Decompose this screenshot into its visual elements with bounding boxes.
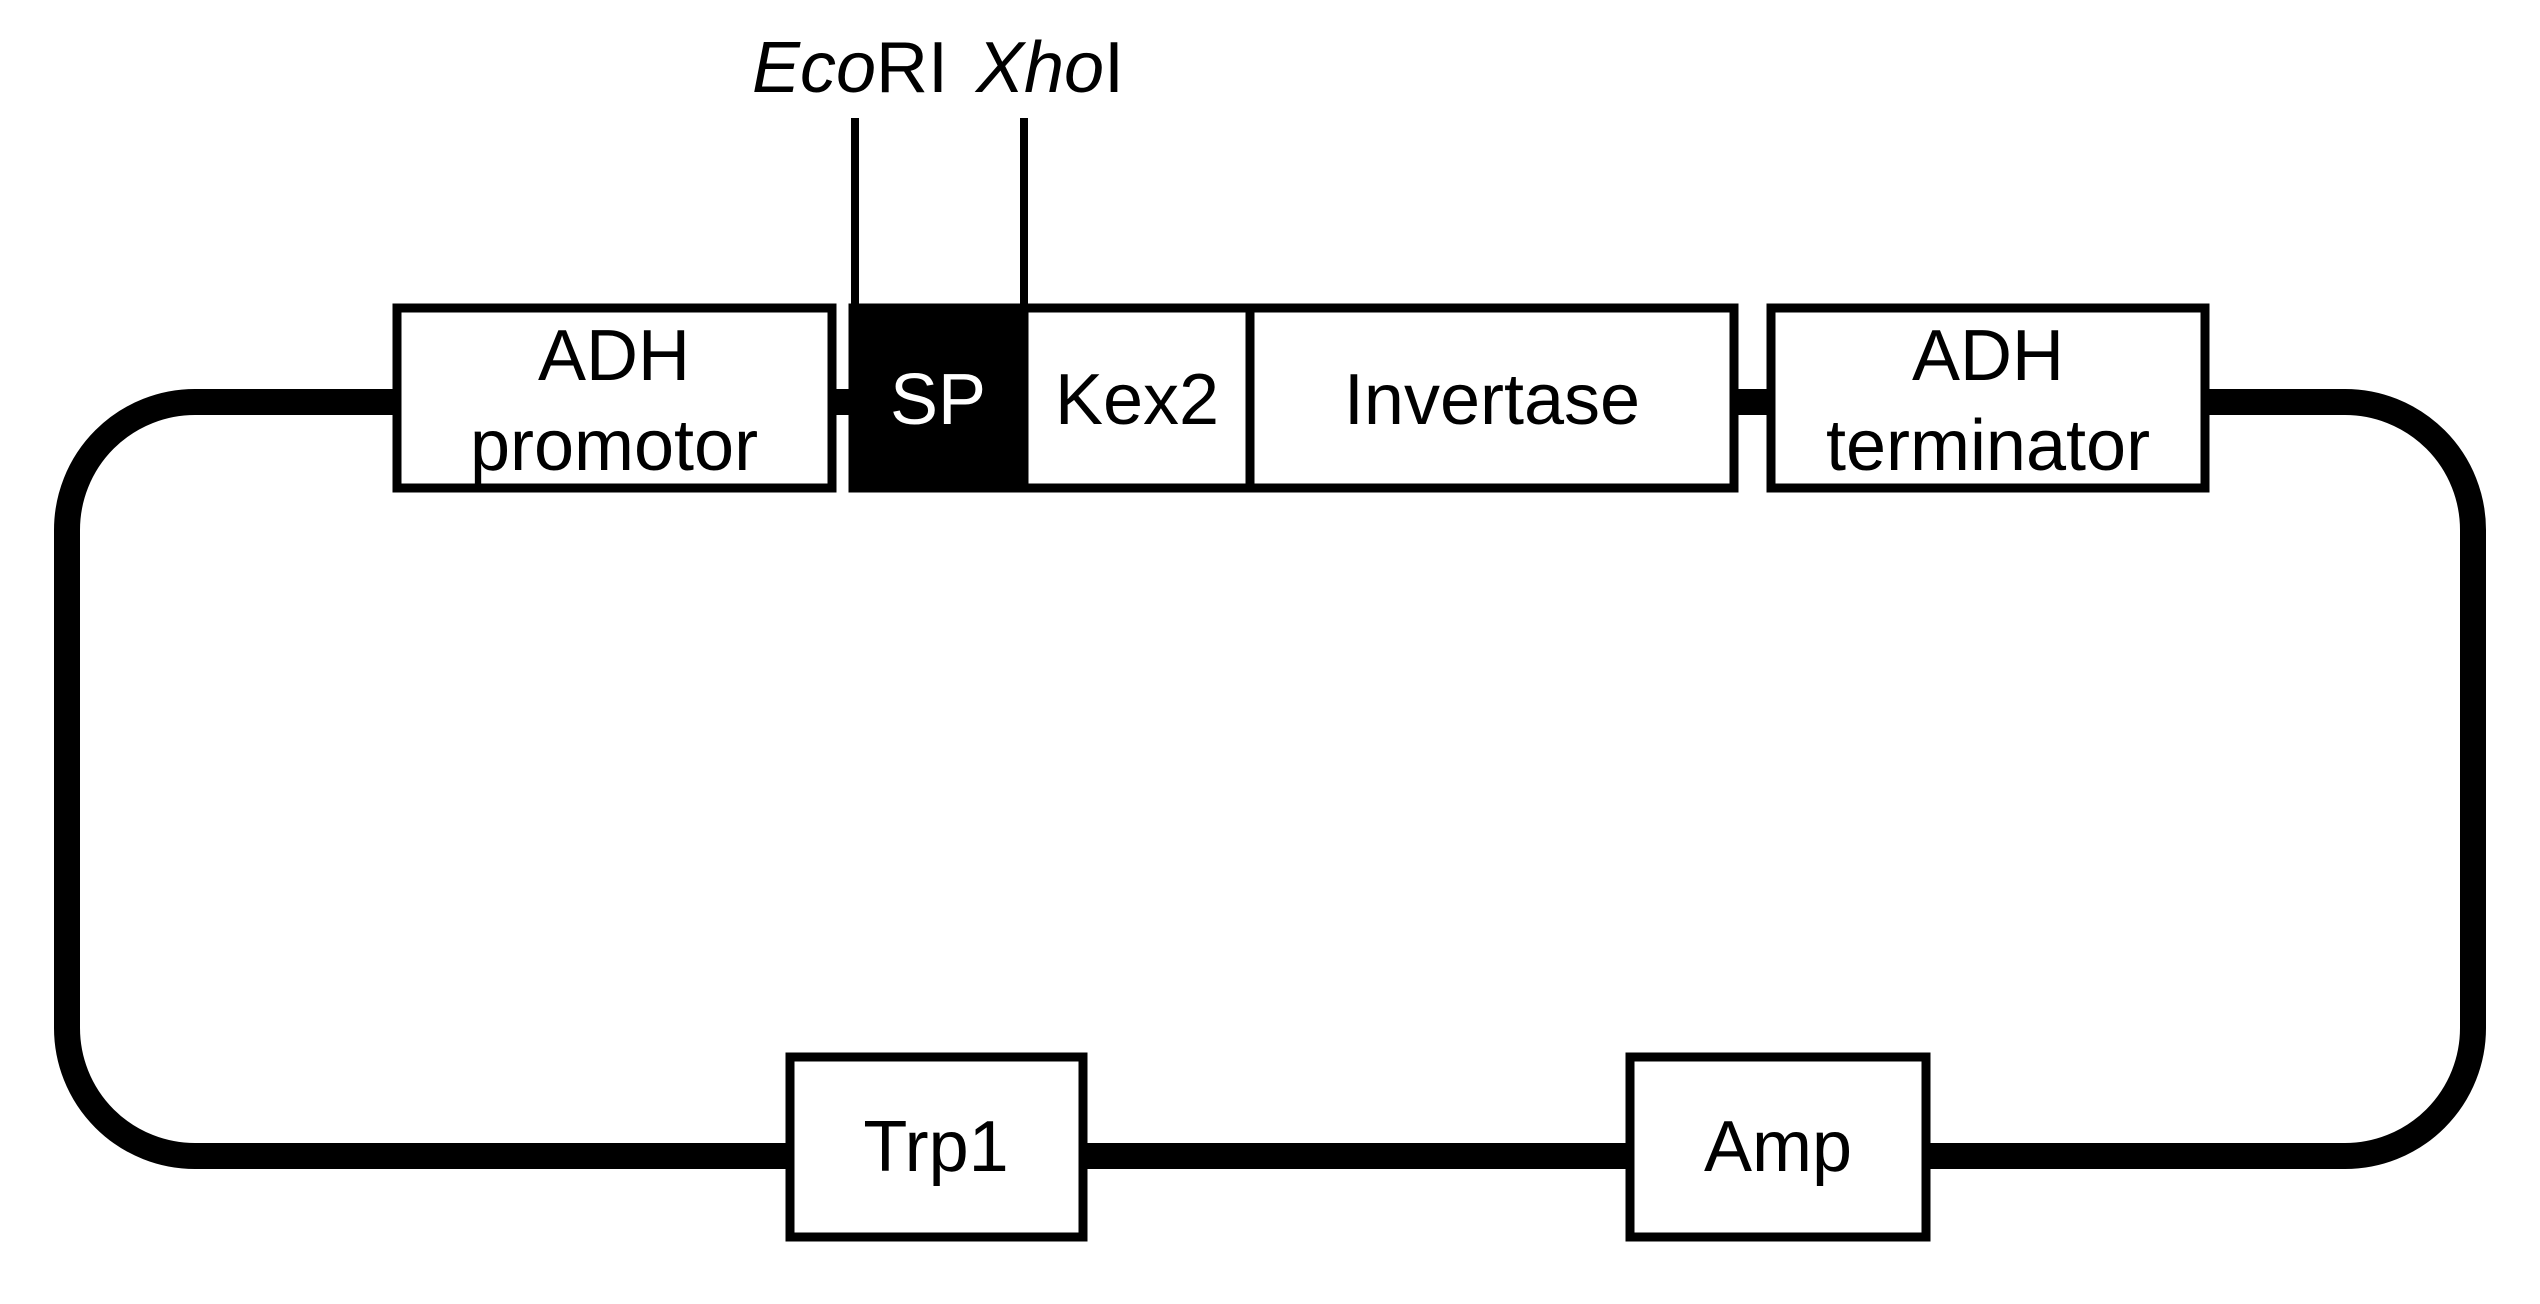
kex2-element: Kex2	[1019, 303, 1255, 493]
amp-element: Amp	[1625, 1052, 1931, 1242]
sp-label: SP	[890, 360, 986, 440]
plasmid-backbone	[54, 389, 2486, 1169]
adh-terminator-label-line1: ADH	[1912, 316, 2064, 396]
kex2-label: Kex2	[1055, 360, 1219, 440]
adh-terminator-element: ADH terminator	[1766, 303, 2210, 493]
trp1-element: Trp1	[785, 1052, 1088, 1242]
amp-label: Amp	[1704, 1107, 1852, 1187]
sp-element: SP	[848, 303, 1029, 493]
xhoi-site-label: XhoI	[974, 28, 1124, 108]
trp1-label: Trp1	[863, 1107, 1008, 1187]
invertase-element: Invertase	[1245, 303, 1739, 493]
adh-promotor-label-line1: ADH	[538, 316, 690, 396]
adh-terminator-label-line2: terminator	[1826, 406, 2150, 486]
adh-promotor-label-line2: promotor	[470, 406, 758, 486]
ecori-site-label: EcoRI	[752, 28, 948, 108]
adh-promotor-element: ADH promotor	[392, 303, 837, 493]
invertase-label: Invertase	[1344, 360, 1640, 440]
